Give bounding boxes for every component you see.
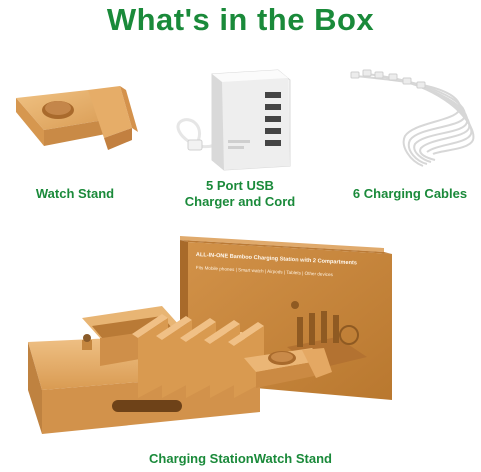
charging-station-with-box-image bbox=[12, 222, 472, 447]
usb-charger-label-line1: 5 Port USB bbox=[206, 178, 274, 193]
usb-charger-label-line2: Charger and Cord bbox=[184, 194, 296, 209]
watch-stand-image bbox=[8, 68, 143, 168]
watch-stand-label: Watch Stand bbox=[35, 186, 115, 201]
usb-charger-label: 5 Port USB Charger and Cord bbox=[160, 178, 320, 210]
charging-station-label: Charging StationWatch Stand bbox=[149, 451, 332, 466]
charging-cables-image bbox=[345, 66, 480, 171]
page-title: What's in the Box bbox=[106, 2, 375, 37]
charging-cables-label: 6 Charging Cables bbox=[352, 186, 468, 201]
usb-charger-image bbox=[160, 62, 320, 177]
